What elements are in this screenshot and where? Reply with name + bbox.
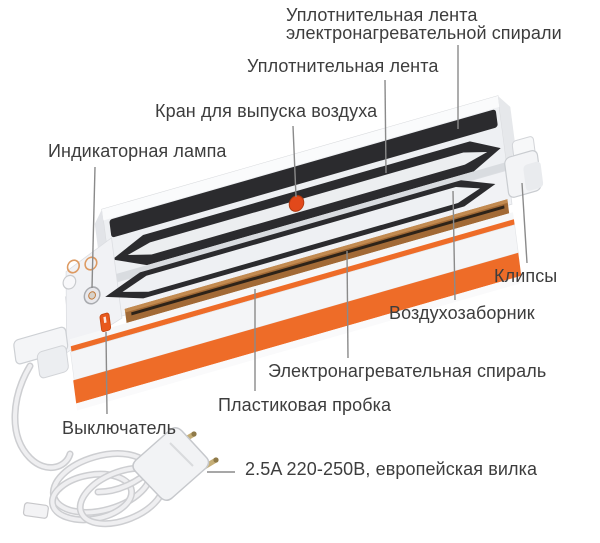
round-button[interactable] [62,274,77,291]
leader-clips [521,182,528,264]
sealer-device [13,95,544,411]
suction-port-icon [66,259,80,274]
label-line: электронагревательной спирали [286,23,562,43]
seal-tape-heating-coil-strip [109,109,498,238]
label-seal-tape: Уплотнительная лента [247,56,439,76]
suction-port-icon [84,256,98,271]
front-orange-stripe [70,219,515,352]
label-heating-coil: Электронагревательная спираль [268,361,547,381]
bottom-edge [76,275,523,411]
clip-left-hinge [36,345,69,379]
leader-seal-tape [384,79,387,174]
leader-air-release-valve [292,125,297,198]
cable-strap [22,502,49,519]
label-power-switch: Выключатель [62,418,177,438]
label-clips: Клипсы [494,266,558,286]
clip-right-notch [523,161,544,191]
label-seal-tape-heating-coil: Уплотнительная лента электронагревательн… [286,6,562,42]
left-deck-details [62,256,112,332]
label-plastic-plug: Пластиковая пробка [218,395,392,415]
heating-strip-highlight [124,199,508,313]
lid-seal-tape-ring-inner [127,151,488,256]
plug-face-line [169,442,194,467]
plastic-plug-edge [69,212,514,347]
lid-rim [101,95,500,221]
air-intake-channel [122,186,480,292]
label-air-intake: Воздухозаборник [389,303,535,323]
label-line: Уплотнительная лента [286,5,478,25]
bottom-orange-band [73,252,522,404]
leader-heating-coil [346,250,349,359]
leader-power-switch [105,331,108,415]
label-air-release-valve: Кран для выпуска воздуха [155,101,378,121]
label-plug-spec: 2.5A 220-250В, европейская вилка [245,459,538,479]
plug-pin-tip [213,457,219,463]
plug-pin-tip [191,431,197,437]
base [64,169,523,411]
clip-left[interactable] [13,326,71,385]
clip-right[interactable] [502,135,544,199]
power-plug [132,427,219,501]
indicator-lamp-lens [88,291,96,300]
plug-body [132,427,210,501]
leader-air-intake [452,190,456,301]
cord-coil [50,472,134,522]
cord-strand [12,364,72,470]
heating-coil-wire [131,205,505,316]
power-switch-mark [103,316,107,324]
lid-right-end-cap [497,95,516,167]
lid [94,95,516,281]
leader-indicator-lamp [91,166,96,289]
label-indicator-lamp: Индикаторная лампа [48,141,227,161]
